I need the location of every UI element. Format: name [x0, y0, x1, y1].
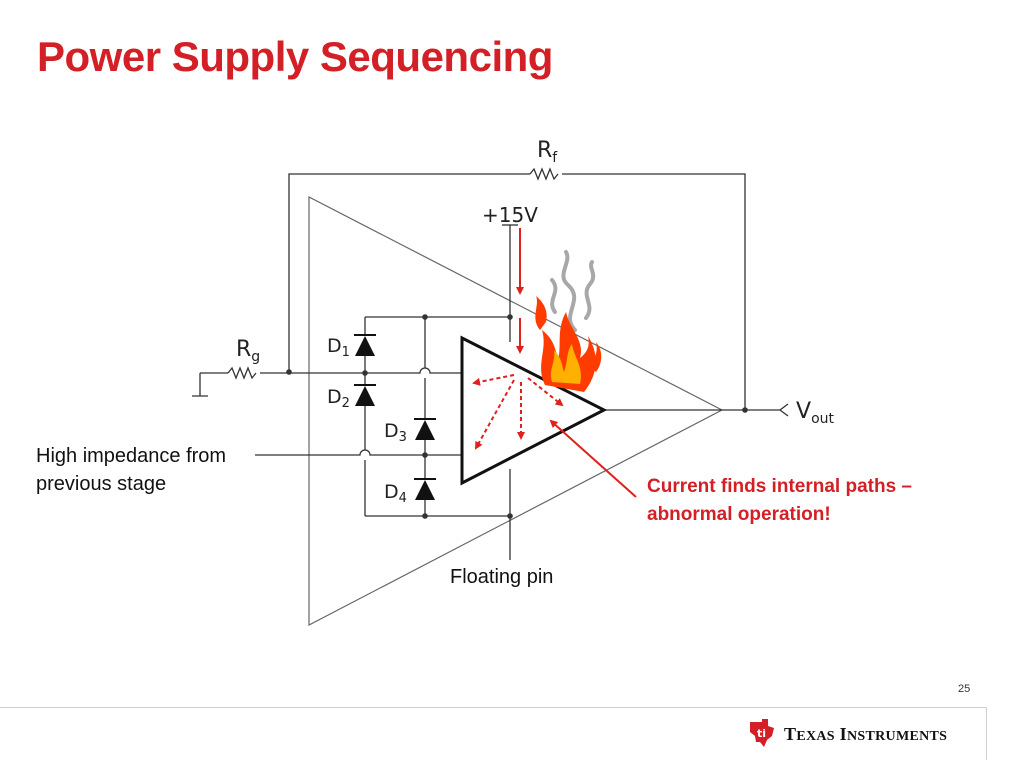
supply-label: +15V	[482, 203, 538, 227]
page-number: 25	[958, 683, 971, 695]
diode-d2	[354, 384, 376, 406]
feedback-path	[288, 167, 746, 410]
diode-network	[255, 224, 789, 560]
inner-opamp-triangle	[460, 335, 608, 486]
diode-d4	[414, 478, 436, 500]
ground-symbol	[192, 373, 208, 397]
flame-icon	[535, 296, 602, 392]
outer-opamp-triangle	[308, 196, 724, 626]
d4-label: D4	[384, 481, 407, 506]
junction-node	[286, 369, 292, 375]
rg-label: Rg	[236, 337, 260, 365]
ti-logo-icon: ti	[750, 719, 774, 747]
diode-d3	[414, 418, 436, 440]
current-arrows	[472, 228, 637, 498]
rf-resistor	[529, 167, 559, 181]
rg-resistor	[227, 366, 257, 380]
floating-pin-note: Floating pin	[450, 566, 554, 588]
junction-dots	[362, 314, 748, 519]
high-impedance-line-1: High impedance from	[36, 445, 227, 467]
current-note-line-1: Current finds internal paths –	[647, 476, 912, 497]
input-path	[192, 366, 311, 397]
rf-label: Rf	[537, 138, 558, 166]
component-labels: Rf +15V Rg Vout D1 D2 D3 D4	[236, 138, 835, 506]
d1-label: D1	[327, 335, 350, 360]
d3-label: D3	[384, 420, 407, 445]
smoke-icon	[550, 250, 596, 332]
svg-text:ti: ti	[757, 727, 766, 740]
d2-label: D2	[327, 386, 350, 411]
high-impedance-note: High impedance from previous stage	[36, 442, 226, 498]
footer-bar	[0, 707, 987, 760]
high-impedance-line-2: previous stage	[36, 473, 167, 495]
ti-brand-text: TEXAS INSTRUMENTS	[784, 724, 948, 744]
slide-title: Power Supply Sequencing	[37, 33, 553, 80]
current-paths-note: Current finds internal paths – abnormal …	[647, 473, 912, 529]
current-note-line-2: abnormal operation!	[647, 504, 831, 525]
diode-d1	[354, 334, 376, 356]
vout-label: Vout	[796, 399, 835, 427]
